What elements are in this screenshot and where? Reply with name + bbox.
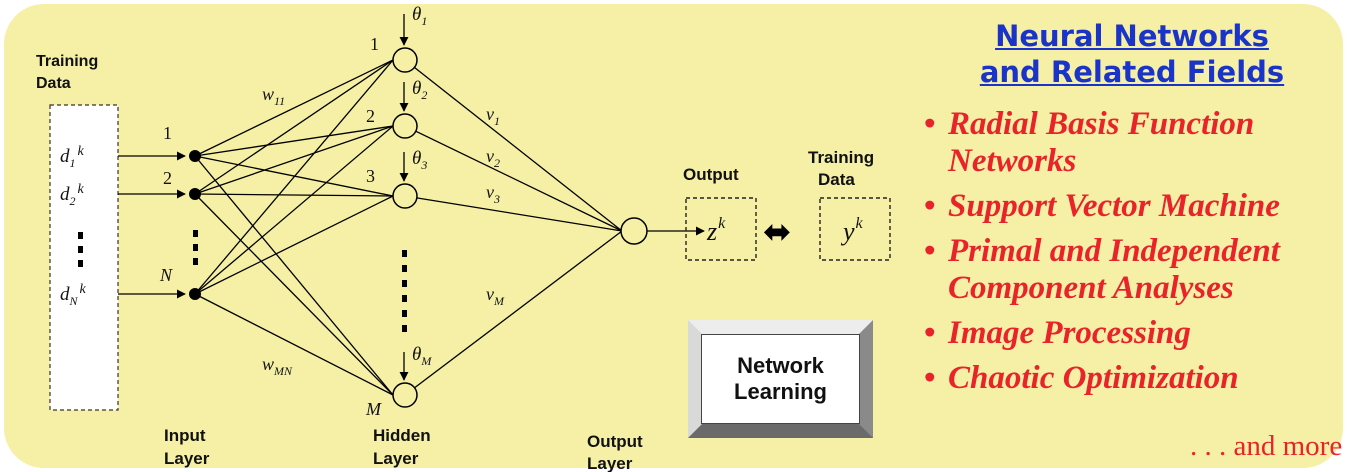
list-item: • Image Processing xyxy=(920,315,1340,352)
output-label: Output xyxy=(683,165,739,184)
input-d2-symbol: d2k xyxy=(60,182,85,208)
hidden-node-M xyxy=(392,382,418,408)
hidden-number-M: M xyxy=(365,399,382,419)
training-data-left-label-2: Data xyxy=(36,75,71,92)
hidden-output-connections xyxy=(404,59,623,396)
hidden-number-1: 1 xyxy=(370,34,379,54)
theta-3: θ3 xyxy=(412,148,427,172)
list-item: • Primal and Independent Component Analys… xyxy=(920,233,1340,307)
compare-double-arrow-icon: ⬌ xyxy=(763,212,792,252)
field-image-processing: Image Processing xyxy=(948,315,1191,351)
output-z-symbol: zk xyxy=(706,215,726,246)
input-layer-label-1: Input xyxy=(164,426,206,445)
related-fields-list: • Radial Basis Function Networks • Support… xyxy=(920,106,1340,397)
training-data-right-label-1: Training xyxy=(808,148,874,167)
v-weight-2: v2 xyxy=(486,146,500,170)
input-dN-symbol: dNk xyxy=(60,282,87,308)
field-radial-basis: Radial Basis Function Networks xyxy=(948,106,1255,179)
input-layer-label-2: Layer xyxy=(164,449,210,468)
list-item: • Radial Basis Function Networks xyxy=(920,106,1340,180)
theta-M: θM xyxy=(412,344,432,368)
input-node-N xyxy=(189,288,201,300)
v-weight-M: vM xyxy=(486,284,505,308)
v-weight-3: v3 xyxy=(486,182,500,206)
hidden-node-2 xyxy=(392,113,418,139)
hidden-layer-label-2: Layer xyxy=(373,449,419,468)
network-learning-label-1: Network xyxy=(737,353,824,378)
bullet-icon: • xyxy=(924,188,936,224)
field-pca-ica: Primal and Independent Component Analyse… xyxy=(948,233,1280,306)
hidden-node-1 xyxy=(392,47,418,73)
input-number-N: N xyxy=(159,265,173,285)
output-z-box xyxy=(685,197,757,261)
theta-2: θ2 xyxy=(412,78,427,102)
hidden-node-3 xyxy=(392,183,418,209)
title-line-1: Neural Networks xyxy=(995,19,1269,53)
related-fields-panel: Neural Networks and Related Fields • Radi… xyxy=(920,18,1340,405)
input-node-1 xyxy=(189,150,201,162)
network-learning-button[interactable]: Network Learning xyxy=(688,320,873,438)
theta-1: θ1 xyxy=(412,4,427,28)
hidden-node-ellipsis xyxy=(402,250,407,332)
training-data-right-label-2: Data xyxy=(818,170,855,189)
input-node-2 xyxy=(189,188,201,200)
training-y-symbol: yk xyxy=(840,215,864,246)
weight-wMN: wMN xyxy=(262,354,293,378)
related-fields-title: Neural Networks and Related Fields xyxy=(924,18,1340,90)
list-item: • Chaotic Optimization xyxy=(920,360,1340,397)
field-svm: Support Vector Machine xyxy=(948,188,1280,224)
title-line-2: and Related Fields xyxy=(979,55,1285,89)
bullet-icon: • xyxy=(924,360,936,396)
training-data-left-label-1: Training xyxy=(36,53,98,70)
field-chaotic-optimization: Chaotic Optimization xyxy=(948,360,1239,396)
input-number-1: 1 xyxy=(163,123,172,143)
hidden-number-2: 2 xyxy=(366,106,375,126)
training-data-left-box xyxy=(49,104,119,411)
output-layer-label-2: Layer xyxy=(587,454,633,472)
output-layer-label-1: Output xyxy=(587,432,643,451)
hidden-layer-label-1: Hidden xyxy=(373,426,431,445)
bullet-icon: • xyxy=(924,106,936,142)
panel-background xyxy=(4,4,1343,468)
v-weight-1: v1 xyxy=(486,104,500,128)
bullet-icon: • xyxy=(924,315,936,351)
input-ellipsis-dots xyxy=(78,232,83,267)
input-number-2: 2 xyxy=(163,168,172,188)
list-item: • Support Vector Machine xyxy=(920,188,1340,225)
input-node-ellipsis xyxy=(193,230,198,265)
output-node xyxy=(620,217,648,245)
weight-w11: w11 xyxy=(262,84,285,108)
input-hidden-connections xyxy=(194,59,394,396)
hidden-number-3: 3 xyxy=(366,166,375,186)
input-d1-symbol: d1k xyxy=(60,144,85,170)
bullet-icon: • xyxy=(924,233,936,269)
training-y-box xyxy=(819,197,891,261)
and-more-text: . . . and more xyxy=(1190,430,1343,462)
network-learning-label-2: Learning xyxy=(734,379,827,404)
